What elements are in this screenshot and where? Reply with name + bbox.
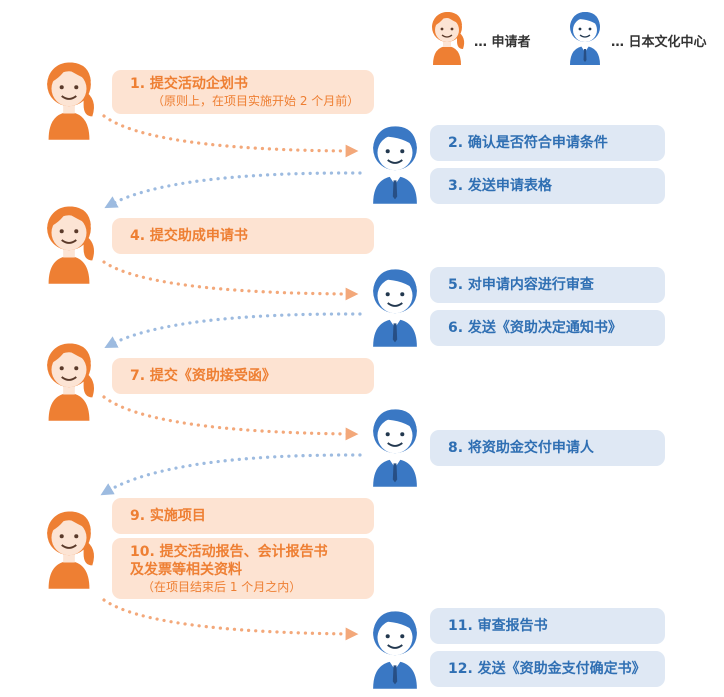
step-4-label: 4. 提交助成申请书 <box>130 228 248 244</box>
applicant-woman-icon <box>47 62 94 140</box>
step-5-box: 5. 对申请内容进行审查 <box>430 267 665 303</box>
step-4-box: 4. 提交助成申请书 <box>112 218 374 254</box>
staff-man-icon <box>373 269 417 347</box>
legend-applicant-label: … 申请者 <box>474 35 531 50</box>
applicant-woman-icon <box>47 511 94 589</box>
step-9-box: 9. 实施项目 <box>112 498 374 534</box>
arrow-step6-to-step7 <box>104 312 362 349</box>
applicant-woman-icon <box>47 206 94 284</box>
staff-man-icon <box>373 409 417 487</box>
arrow-step8-to-step9 <box>100 453 362 496</box>
step-1-note: （原则上，在项目实施开始 2 个月前） <box>152 94 360 108</box>
step-10-label-line2: 及发票等相关资料 <box>130 561 242 578</box>
step-10-note: （在项目结束后 1 个月之内） <box>142 579 302 594</box>
step-10-box: 10. 提交活动报告、会计报告书 及发票等相关资料 （在项目结束后 1 个月之内… <box>112 538 374 599</box>
step-2-label: 2. 确认是否符合申请条件 <box>448 135 608 151</box>
arrow-step7-to-step8 <box>102 395 359 441</box>
step-5-label: 5. 对申请内容进行审查 <box>448 277 594 293</box>
step-6-label: 6. 发送《资助决定通知书》 <box>448 320 622 336</box>
staff-man-icon <box>373 126 417 204</box>
step-7-box: 7. 提交《资助接受函》 <box>112 358 374 394</box>
staff-man-icon <box>570 11 600 65</box>
arrow-step10-to-step11 <box>102 598 359 641</box>
step-3-label: 3. 发送申请表格 <box>448 178 552 194</box>
step-1-box: 1. 提交活动企划书 （原则上，在项目实施开始 2 个月前） <box>112 70 374 114</box>
arrow-step4-to-step5 <box>102 260 359 301</box>
step-11-label: 11. 审查报告书 <box>448 618 548 634</box>
step-7-label: 7. 提交《资助接受函》 <box>130 368 276 384</box>
step-8-label: 8. 将资助金交付申请人 <box>448 440 594 456</box>
legend-center-label: … 日本文化中心 <box>611 35 707 50</box>
arrow-step1-to-step2 <box>102 114 359 158</box>
applicant-woman-icon <box>432 12 465 65</box>
step-10-label-line1: 10. 提交活动报告、会计报告书 <box>130 543 328 560</box>
applicant-woman-icon <box>47 343 94 421</box>
step-8-box: 8. 将资助金交付申请人 <box>430 430 665 466</box>
step-12-box: 12. 发送《资助金支付确定书》 <box>430 651 665 687</box>
step-3-box: 3. 发送申请表格 <box>430 168 665 204</box>
step-11-box: 11. 审查报告书 <box>430 608 665 644</box>
arrow-step3-to-step4 <box>104 171 362 209</box>
step-2-box: 2. 确认是否符合申请条件 <box>430 125 665 161</box>
step-9-label: 9. 实施项目 <box>130 508 206 524</box>
staff-man-icon <box>373 611 417 689</box>
step-12-label: 12. 发送《资助金支付确定书》 <box>448 661 646 677</box>
step-1-label: 1. 提交活动企划书 <box>130 76 248 92</box>
step-6-box: 6. 发送《资助决定通知书》 <box>430 310 665 346</box>
